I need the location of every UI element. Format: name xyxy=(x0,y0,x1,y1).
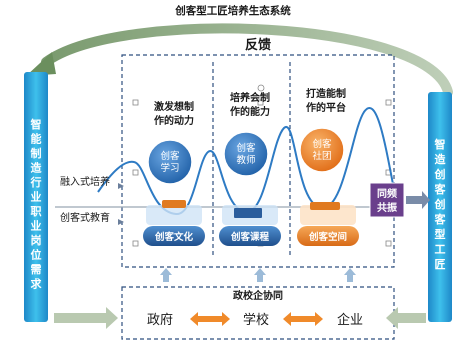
circle-maker-club xyxy=(299,127,345,173)
resonance-box xyxy=(369,182,405,218)
resonance-label-b: 共振 xyxy=(377,201,397,214)
base-maker-space: 创客空间 xyxy=(297,202,359,246)
side-label-maker-edu: 创客式教育 xyxy=(60,211,110,224)
circle-label-1a: 创客 xyxy=(160,150,180,162)
feedback-arrowhead xyxy=(26,52,56,76)
right-pillar-text-char: 型 xyxy=(435,227,446,241)
left-pillar-text-char: 职 xyxy=(31,205,42,218)
rotate-handle xyxy=(257,84,265,92)
resonance-label-a: 同频 xyxy=(377,187,397,200)
left-pillar-text-char: 需 xyxy=(31,263,42,276)
left-pillar-text-char: 求 xyxy=(31,277,43,291)
side-label-integrated: 融入式培养 xyxy=(60,175,110,188)
column-heading-3b: 作的平台 xyxy=(306,101,346,114)
left-pillar-text-char: 造 xyxy=(31,161,43,175)
resonance-arrow-icon xyxy=(406,191,430,209)
right-pillar-text-char: 客 xyxy=(434,182,447,196)
column-heading-2a: 培养会制 xyxy=(230,91,270,104)
column-heading-3a: 打造能制 xyxy=(306,87,346,100)
base-maker-culture: 创客文化 xyxy=(143,200,205,246)
party-school: 学校 xyxy=(243,312,269,328)
column-heading-2b: 作的能力 xyxy=(230,105,270,118)
base-label-space: 创客空间 xyxy=(308,231,347,243)
right-pillar-text-char: 创 xyxy=(434,197,446,211)
party-enterprise: 企业 xyxy=(337,312,363,328)
main-dashed-box xyxy=(121,54,395,268)
side-arrow-icon xyxy=(118,183,124,189)
left-pillar xyxy=(24,72,48,322)
base-label-course: 创客课程 xyxy=(230,231,270,243)
feedback-label: 反馈 xyxy=(245,37,271,53)
right-pillar-text-char: 工 xyxy=(435,243,446,256)
circle-label-3a: 创客 xyxy=(312,138,332,150)
circle-label-2a: 创客 xyxy=(236,142,256,154)
right-bottom-arrow-icon xyxy=(386,307,426,329)
right-pillar-text-char: 客 xyxy=(434,212,447,226)
right-pillar-text-char: 创 xyxy=(434,167,446,181)
left-pillar-text-char: 岗 xyxy=(31,233,42,247)
left-pillar-text-char: 能 xyxy=(31,132,42,146)
left-pillar-text-char: 行 xyxy=(30,175,42,189)
left-pillar-text-char: 业 xyxy=(31,190,42,204)
left-pillar-text-char: 智 xyxy=(31,117,42,131)
column-heading-1b: 作的动力 xyxy=(154,114,194,127)
column-heading-1a: 激发想制 xyxy=(154,100,194,113)
circle-label-2b: 教师 xyxy=(236,154,255,166)
left-pillar-text-char: 制 xyxy=(31,146,42,160)
left-pillar-text-char: 业 xyxy=(31,219,42,233)
double-arrow-icon xyxy=(190,312,323,326)
right-pillar-text-char: 匠 xyxy=(435,257,446,271)
wave-line xyxy=(97,107,399,216)
circle-label-3b: 社团 xyxy=(312,150,331,162)
circle-label-1b: 学习 xyxy=(160,162,179,174)
party-government: 政府 xyxy=(147,313,173,328)
right-pillar-text-char: 智 xyxy=(435,137,446,151)
right-pillar xyxy=(428,92,452,322)
left-bottom-arrow-icon xyxy=(54,307,118,329)
side-arrow-icon xyxy=(118,219,124,225)
collab-title: 政校企协同 xyxy=(233,289,283,302)
circle-maker-learning xyxy=(147,139,193,185)
circle-maker-teacher xyxy=(223,131,269,177)
feedback-arc xyxy=(41,23,453,97)
base-maker-course: 创客课程 xyxy=(219,205,281,246)
left-pillar-text-char: 位 xyxy=(31,248,42,262)
up-arrows xyxy=(160,268,356,282)
base-label-culture: 创客文化 xyxy=(154,231,194,243)
right-pillar-text-char: 造 xyxy=(435,152,447,166)
diagram-title: 创客型工匠培养生态系统 xyxy=(174,4,291,17)
